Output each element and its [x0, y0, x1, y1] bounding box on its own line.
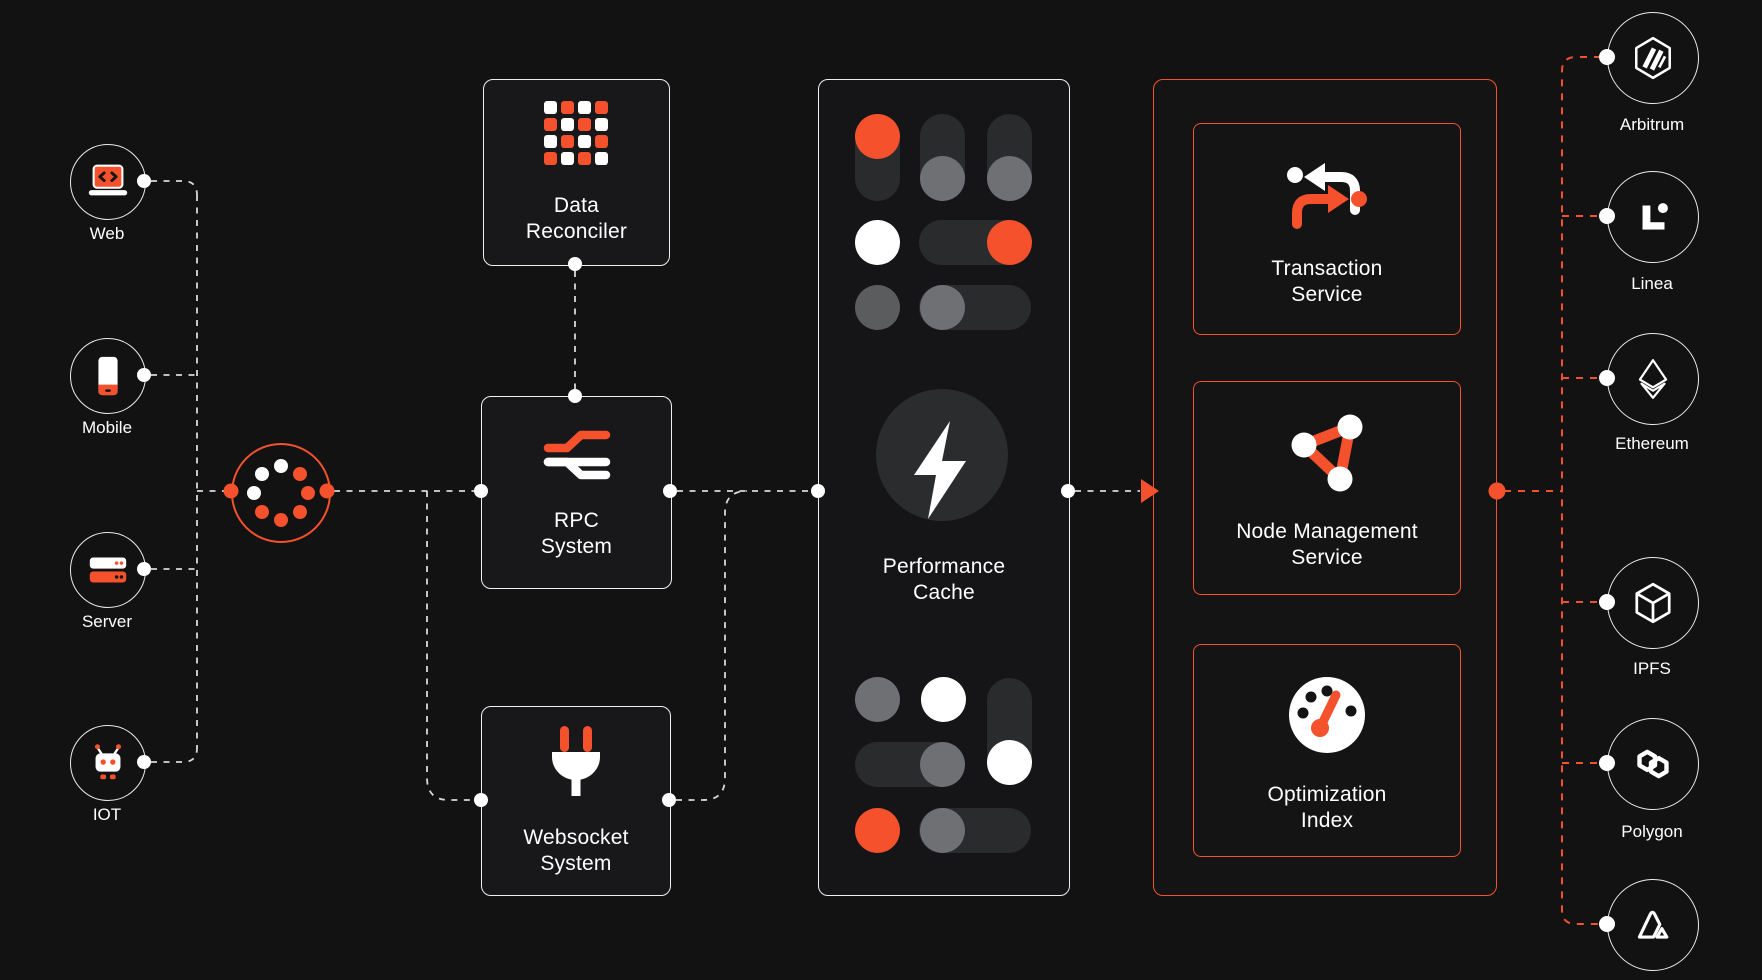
lightning-badge — [876, 389, 1008, 521]
node-management-service-box: Node Management Service — [1193, 381, 1461, 595]
chain-node-linea — [1607, 171, 1699, 263]
status-dot-orange[interactable] — [854, 807, 900, 853]
laptop-code-icon — [88, 164, 128, 196]
title-line: Websocket — [523, 826, 629, 850]
performance-cache-title: Performance Cache — [819, 554, 1069, 605]
websocket-system-title: Websocket System — [523, 825, 628, 876]
polygon-icon — [1637, 749, 1669, 779]
status-dot-gray[interactable] — [854, 676, 900, 722]
node-network-icon — [1291, 414, 1363, 492]
title-line: RPC — [554, 508, 599, 532]
swap-arrows-icon — [1287, 163, 1367, 230]
title-line: Node Management — [1236, 520, 1418, 544]
title-line: Service — [1291, 546, 1363, 569]
title-line: Performance — [882, 555, 1006, 578]
source-node-iot — [70, 725, 146, 801]
chain-node-avalanche — [1607, 879, 1699, 971]
chain-node-ipfs — [1607, 557, 1699, 649]
connector-branch-to-websocket — [426, 491, 474, 801]
source-node-server — [70, 532, 146, 608]
chain-label-ipfs: IPFS — [1633, 659, 1671, 678]
chain-label-polygon: Polygon — [1621, 822, 1683, 841]
chain-rail — [1561, 56, 1601, 925]
source-label-server: Server — [81, 612, 133, 631]
avalanche-icon — [1637, 910, 1669, 939]
title-line: Cache — [913, 580, 975, 604]
ipfs-icon — [1635, 582, 1671, 624]
connector-web-to-rail — [151, 180, 198, 196]
node-management-service-title: Node Management Service — [1236, 519, 1418, 570]
lightning-icon — [914, 421, 966, 519]
services-panel: Transaction Service Node Management Serv… — [1153, 79, 1497, 896]
chain-node-ethereum — [1607, 333, 1699, 425]
linea-icon — [1642, 203, 1668, 230]
websocket-system-box: Websocket System — [481, 706, 671, 896]
title-line: Reconciler — [525, 219, 628, 243]
title-line: Index — [1300, 808, 1354, 832]
title-line: Optimization — [1267, 782, 1387, 806]
source-label-iot: IOT — [92, 805, 122, 824]
title-line: Transaction — [1271, 257, 1383, 281]
server-icon — [89, 557, 127, 583]
transaction-service-title: Transaction Service — [1271, 256, 1382, 307]
split-layers-icon — [543, 430, 610, 480]
chain-node-arbitrum — [1607, 12, 1699, 104]
switch-knob-gray[interactable] — [919, 156, 965, 201]
status-dot-white[interactable] — [854, 219, 900, 265]
switch-knob-gray[interactable] — [919, 284, 965, 330]
arbitrum-icon — [1635, 36, 1671, 80]
performance-cache-panel: Performance Cache — [818, 79, 1070, 896]
gauge-icon — [1289, 676, 1365, 753]
connector-websocket-to-cache — [676, 490, 748, 801]
data-reconciler-box: Data Reconciler — [483, 79, 670, 266]
plug-icon — [552, 726, 600, 797]
switch-knob-white[interactable] — [986, 740, 1032, 785]
title-line: System — [540, 852, 612, 875]
data-reconciler-title: Data Reconciler — [526, 193, 627, 244]
robot-icon — [94, 744, 122, 780]
chain-node-polygon — [1607, 718, 1699, 810]
source-node-web — [70, 144, 146, 220]
smartphone-icon — [98, 356, 118, 396]
title-line: Service — [1291, 283, 1363, 306]
connector-iot-to-rail — [151, 747, 198, 763]
switch-knob-gray[interactable] — [919, 807, 965, 853]
source-node-mobile — [70, 338, 146, 414]
title-line: System — [540, 534, 613, 558]
loader-spinner-icon — [247, 459, 315, 527]
source-label-web: Web — [89, 224, 125, 243]
chain-label-ethereum: Ethereum — [1615, 434, 1689, 453]
title-line: Data — [553, 193, 600, 217]
status-dot-white[interactable] — [920, 676, 966, 722]
rpc-system-box: RPC System — [481, 396, 672, 589]
optimization-index-box: Optimization Index — [1193, 644, 1461, 857]
optimization-index-title: Optimization Index — [1267, 782, 1386, 833]
ethereum-icon — [1638, 359, 1668, 399]
hub-node — [231, 443, 331, 543]
chain-label-linea: Linea — [1631, 274, 1673, 293]
switch-knob-orange[interactable] — [986, 219, 1032, 265]
status-dot-gray[interactable] — [854, 284, 900, 330]
switch-knob-gray[interactable] — [919, 741, 965, 787]
chain-label-arbitrum: Arbitrum — [1619, 115, 1685, 134]
pixel-grid-icon — [543, 100, 608, 165]
transaction-service-box: Transaction Service — [1193, 123, 1461, 335]
switch-knob-orange[interactable] — [854, 114, 900, 159]
switch-knob-gray[interactable] — [986, 156, 1032, 201]
rpc-system-title: RPC System — [541, 508, 612, 559]
source-label-mobile: Mobile — [81, 418, 133, 437]
